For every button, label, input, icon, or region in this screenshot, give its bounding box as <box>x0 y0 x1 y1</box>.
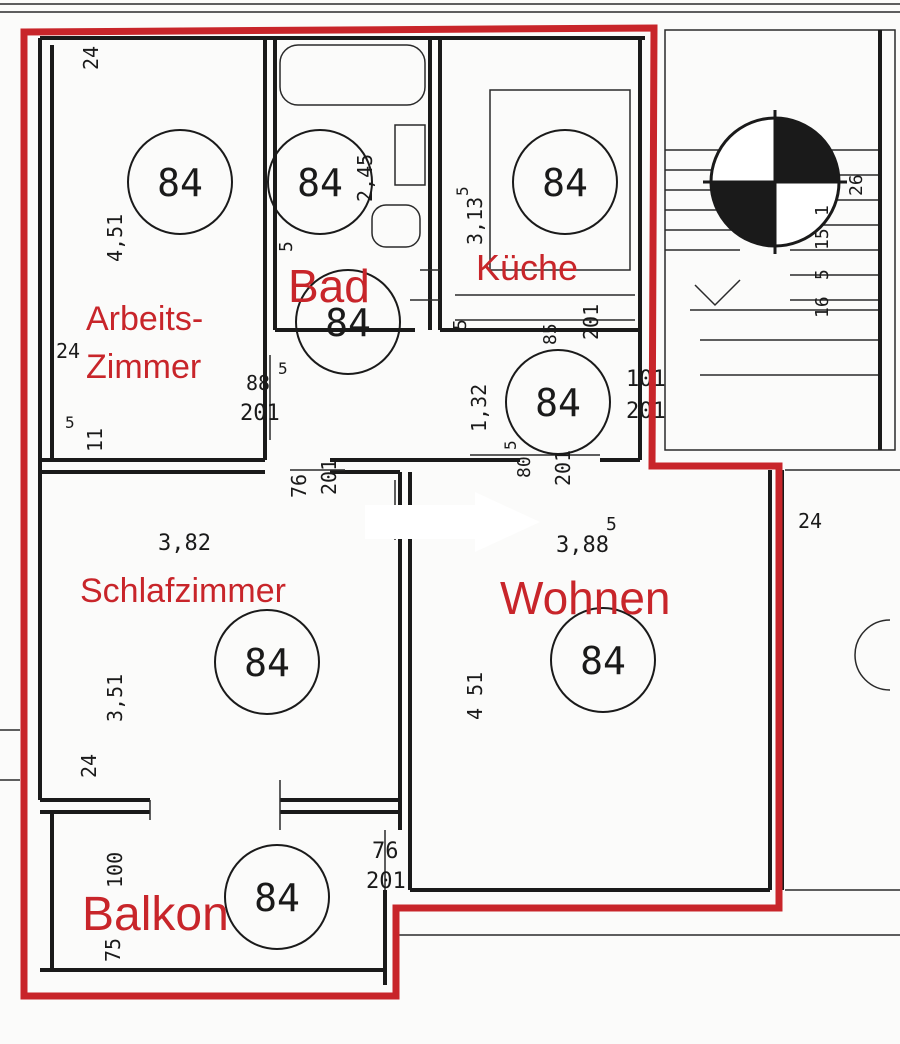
marker-kueche-label: 84 <box>542 161 588 205</box>
dim-top-24: 24 <box>79 46 103 70</box>
dim-schlaf-382: 3,82 <box>158 531 211 556</box>
dim-door-201-b: 201 <box>626 399 666 424</box>
dim-door-76-b: 76 <box>372 839 399 864</box>
marker-schlafzimmer: 84 <box>214 609 320 715</box>
dimension-labels: 24 4,51 24 11 5 88 5 201 2,45 5 3,13 5 5… <box>56 46 867 962</box>
dim-door-201-a: 201 <box>240 401 280 426</box>
marker-bad-upper: 84 <box>267 129 373 235</box>
dim-wohnen-388: 3,88 <box>556 533 609 558</box>
marker-wohnen-label: 84 <box>580 639 626 683</box>
section-marker-icon <box>703 110 847 254</box>
room-label-arbeitszimmer-line1: Arbeits- <box>86 300 203 338</box>
dim-schlaf-24: 24 <box>77 754 101 778</box>
dim-kueche-201: 201 <box>579 304 603 340</box>
dim-right-24: 24 <box>798 509 822 533</box>
dim-door-88-sup: 5 <box>278 359 288 378</box>
dim-balkon-75: 75 <box>101 938 125 962</box>
dim-door-201-d: 201 <box>366 869 406 894</box>
marker-bad-lower: 84 <box>295 269 401 375</box>
bathtub-icon <box>279 44 426 106</box>
room-label-kueche: Küche <box>476 247 578 288</box>
dim-stair-16: 16 <box>812 296 833 318</box>
dim-stair-15: 15 <box>812 228 833 250</box>
marker-balkon-label: 84 <box>254 876 300 920</box>
room-label-wohnen: Wohnen <box>500 572 671 624</box>
dim-kueche-85: 85 <box>540 323 561 345</box>
dim-arbeit-451: 4,51 <box>103 214 127 262</box>
dim-door-101: 101 <box>626 367 666 392</box>
marker-bad-lower-label: 84 <box>325 301 371 345</box>
marker-arbeitszimmer: 84 <box>127 129 233 235</box>
marker-schlafzimmer-label: 84 <box>244 641 290 685</box>
height-markers: 84 84 84 84 84 84 84 84 <box>127 129 656 950</box>
marker-kueche: 84 <box>512 129 618 235</box>
apartment-outline <box>20 24 783 1000</box>
staircase <box>664 29 896 451</box>
toilet-icon <box>371 204 421 248</box>
dim-stair-26: 26 <box>846 174 867 196</box>
dim-schlaf-351: 3,51 <box>103 674 127 722</box>
dim-wohnen-388-sup: 5 <box>606 514 617 535</box>
dim-flur-201: 201 <box>551 450 575 486</box>
fixtures <box>279 44 635 321</box>
dim-stair-5: 5 <box>812 269 833 280</box>
marker-flur: 84 <box>505 349 611 455</box>
dim-balkon-100: 100 <box>103 852 127 888</box>
dim-kueche-313: 3,13 <box>463 197 487 245</box>
marker-bad-upper-label: 84 <box>297 161 343 205</box>
dim-bad-5: 5 <box>276 241 297 252</box>
dim-door-76: 76 <box>287 474 311 498</box>
dim-door-201-c: 201 <box>317 459 341 495</box>
marker-arbeitszimmer-label: 84 <box>157 161 203 205</box>
room-label-balkon: Balkon <box>82 888 229 941</box>
room-label-schlafzimmer: Schlafzimmer <box>80 572 286 610</box>
marker-flur-label: 84 <box>535 381 581 425</box>
context-lines <box>0 3 900 936</box>
direction-arrow-icon <box>365 492 540 552</box>
sink-icon <box>394 124 426 186</box>
room-label-arbeitszimmer-line2: Zimmer <box>86 348 201 386</box>
dim-kueche-5: 5 <box>450 319 471 330</box>
dim-arbeit-115: 11 <box>83 428 107 452</box>
dim-stair-1: 1 <box>812 205 833 216</box>
room-label-bad: Bad <box>288 260 370 312</box>
dim-bad-245: 2,45 <box>353 154 377 202</box>
marker-balkon: 84 <box>224 844 330 950</box>
kitchen-counter-icon <box>489 89 631 271</box>
room-labels: Arbeits- Zimmer Bad Küche Schlafzimmer W… <box>80 247 671 941</box>
dim-flur-132: 1,32 <box>467 384 491 432</box>
marker-wohnen: 84 <box>550 607 656 713</box>
dim-left-24: 24 <box>56 339 80 363</box>
dim-door-88: 88 <box>246 371 270 395</box>
dim-wohnen-451: 4 51 <box>463 672 487 720</box>
dim-arbeit-115-sup: 5 <box>65 413 75 432</box>
dim-kueche-313-sup: 5 <box>453 186 472 196</box>
dim-flur-5: 5 <box>501 440 520 450</box>
dim-flur-80: 80 <box>514 456 535 478</box>
